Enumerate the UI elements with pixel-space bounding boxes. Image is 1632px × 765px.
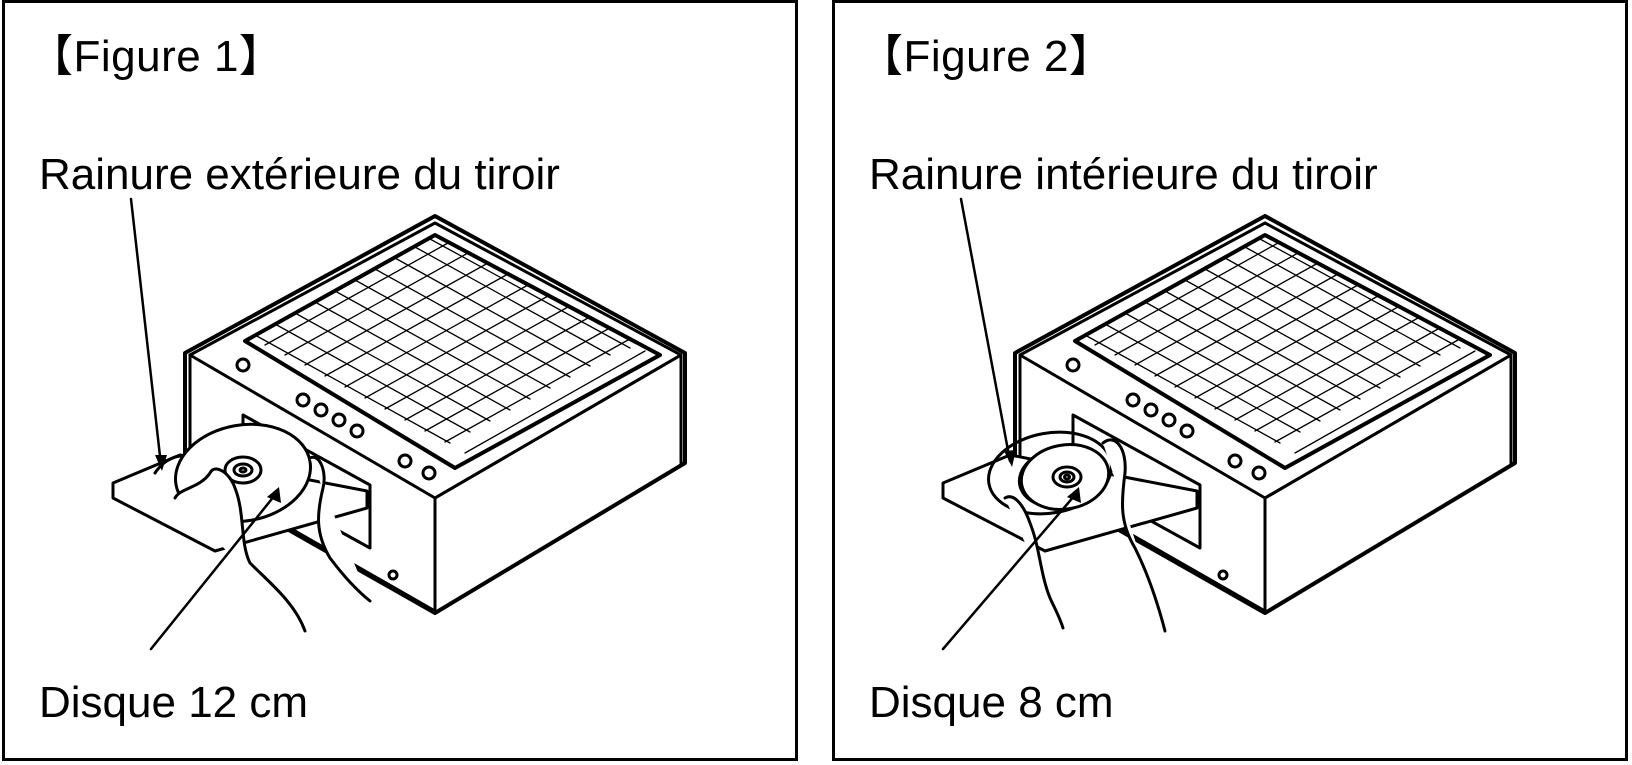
disc-8cm-hub-inner — [1058, 470, 1076, 484]
cd-player-illustration-8cm — [941, 197, 1517, 651]
speaker-grille-mesh — [254, 238, 646, 454]
control-button-4 — [1179, 423, 1195, 439]
control-button-1 — [1125, 392, 1141, 408]
disc-8cm-hub-outer — [1051, 465, 1083, 489]
figure-2-panel: 【Figure 2】 Rainure intérieure du tiroir … — [832, 0, 1628, 761]
speaker-grille-frame — [243, 233, 662, 470]
disc-leader-line — [941, 493, 1077, 651]
power-button — [235, 357, 251, 373]
figure-1-groove-label: Rainure extérieure du tiroir — [39, 150, 560, 199]
control-button-6 — [421, 465, 437, 481]
control-button-2 — [1143, 402, 1159, 418]
speaker-grille-mesh — [1084, 238, 1476, 454]
groove-arrowhead — [1004, 450, 1016, 467]
disc-12cm-hub-inner — [232, 462, 254, 478]
disc-12cm-hub-outer — [223, 455, 263, 485]
hand-right — [1101, 438, 1167, 633]
figure-2-groove-label: Rainure intérieure du tiroir — [869, 150, 1378, 199]
figure-2-drawing — [835, 3, 1625, 758]
figure-2-disc-label: Disque 8 cm — [869, 678, 1114, 727]
disc-8cm-hole — [1063, 473, 1071, 481]
control-button-6 — [1251, 465, 1267, 481]
control-button-2 — [313, 402, 329, 418]
control-button-3 — [1161, 412, 1177, 428]
speaker-grille-frame — [1073, 233, 1492, 470]
device-front-left — [1018, 353, 1267, 613]
figure-1-panel: 【Figure 1】 Rainure extérieure du tiroir … — [2, 0, 798, 761]
disc-leader-line — [149, 493, 277, 651]
groove-leader-line — [129, 197, 163, 467]
figure-1-title: 【Figure 1】 — [29, 32, 284, 81]
hand-left — [1003, 495, 1065, 630]
device-front-right — [433, 353, 683, 500]
cd-player-illustration-12cm — [111, 197, 687, 651]
hand-left — [173, 467, 307, 633]
control-button-5 — [1227, 453, 1243, 469]
device-front-right — [1263, 353, 1513, 500]
control-button-5 — [397, 453, 413, 469]
figure-2-title: 【Figure 2】 — [859, 32, 1114, 81]
control-button-4 — [349, 423, 365, 439]
disc-12cm-hole — [238, 466, 248, 474]
control-button-3 — [331, 412, 347, 428]
hand-right — [308, 455, 372, 603]
groove-leader-line — [959, 197, 1012, 463]
headphone-jack — [387, 569, 399, 581]
figure-1-disc-label: Disque 12 cm — [39, 678, 309, 727]
groove-arrowhead — [155, 455, 167, 471]
disc-arrowhead — [267, 487, 281, 503]
headphone-jack — [1217, 569, 1229, 581]
device-front-left — [188, 353, 437, 613]
power-button — [1065, 357, 1081, 373]
disc-arrowhead — [1067, 487, 1081, 503]
control-button-1 — [295, 392, 311, 408]
figure-1-drawing — [5, 3, 795, 758]
